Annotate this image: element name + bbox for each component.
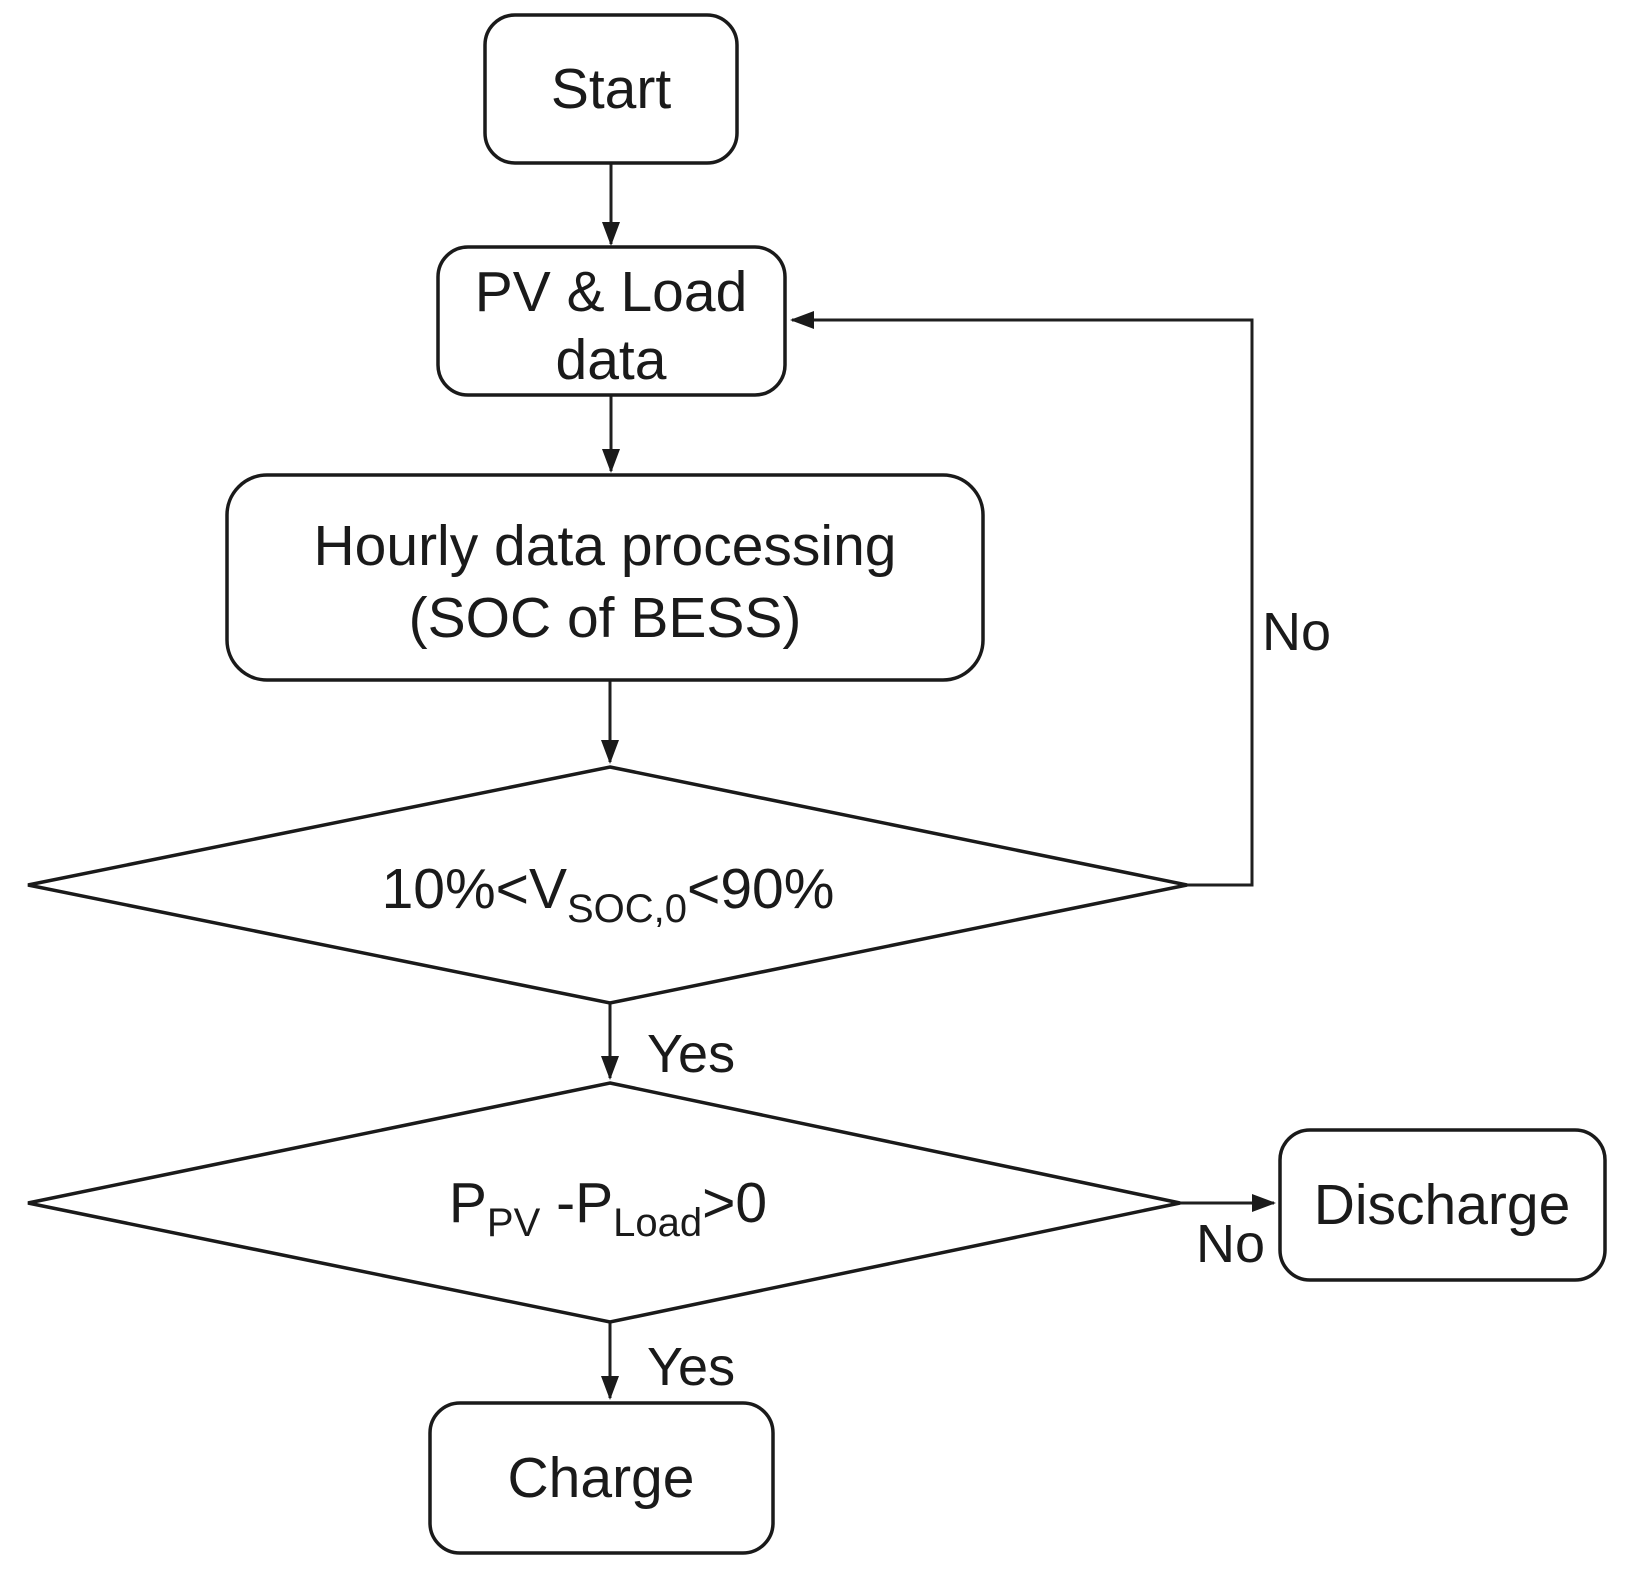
soc-decision-subscript: SOC,0 xyxy=(567,887,687,931)
start-node: Start xyxy=(483,13,739,165)
pv-load-label-line1: PV & Load xyxy=(475,260,748,324)
discharge-node: Discharge xyxy=(1278,1128,1607,1282)
soc-yes-label: Yes xyxy=(647,1024,735,1084)
soc-decision-label: 10%<VSOC,0<90% xyxy=(382,857,835,931)
soc-decision-node: 10%<VSOC,0<90% xyxy=(27,765,1188,1005)
power-p: P xyxy=(449,1171,487,1235)
soc-decision-pre: 10%<V xyxy=(382,857,567,921)
power-post: >0 xyxy=(702,1171,767,1235)
soc-no-label: No xyxy=(1262,602,1331,662)
power-decision-diamond xyxy=(27,1081,1181,1324)
hourly-label-line2: (SOC of BESS) xyxy=(409,586,802,650)
power-decision-node: PPV -PLoad>0 xyxy=(27,1081,1181,1324)
edge-soc-no-feedback xyxy=(790,311,1254,887)
charge-node: Charge xyxy=(428,1401,775,1555)
discharge-label: Discharge xyxy=(1314,1173,1571,1237)
pv-load-label-line2: data xyxy=(556,328,667,392)
power-yes-label: Yes xyxy=(647,1337,735,1397)
soc-decision-post: <90% xyxy=(687,857,834,921)
power-load-subscript: Load xyxy=(613,1201,702,1245)
power-minus-p: -P xyxy=(540,1171,613,1235)
soc-decision-diamond xyxy=(27,765,1188,1005)
hourly-processing-box xyxy=(225,473,985,682)
pv-load-node: PV & Load data xyxy=(436,245,787,397)
start-label: Start xyxy=(551,57,672,121)
hourly-processing-node: Hourly data processing (SOC of BESS) xyxy=(225,473,985,682)
start-box xyxy=(483,13,739,165)
charge-box xyxy=(428,1401,775,1555)
pv-load-box xyxy=(436,245,787,397)
power-pv-subscript: PV xyxy=(487,1201,541,1245)
power-no-label: No xyxy=(1196,1214,1265,1274)
hourly-label-line1: Hourly data processing xyxy=(314,514,897,578)
power-decision-label: PPV -PLoad>0 xyxy=(449,1171,767,1245)
discharge-box xyxy=(1278,1128,1607,1282)
charge-label: Charge xyxy=(508,1446,695,1510)
